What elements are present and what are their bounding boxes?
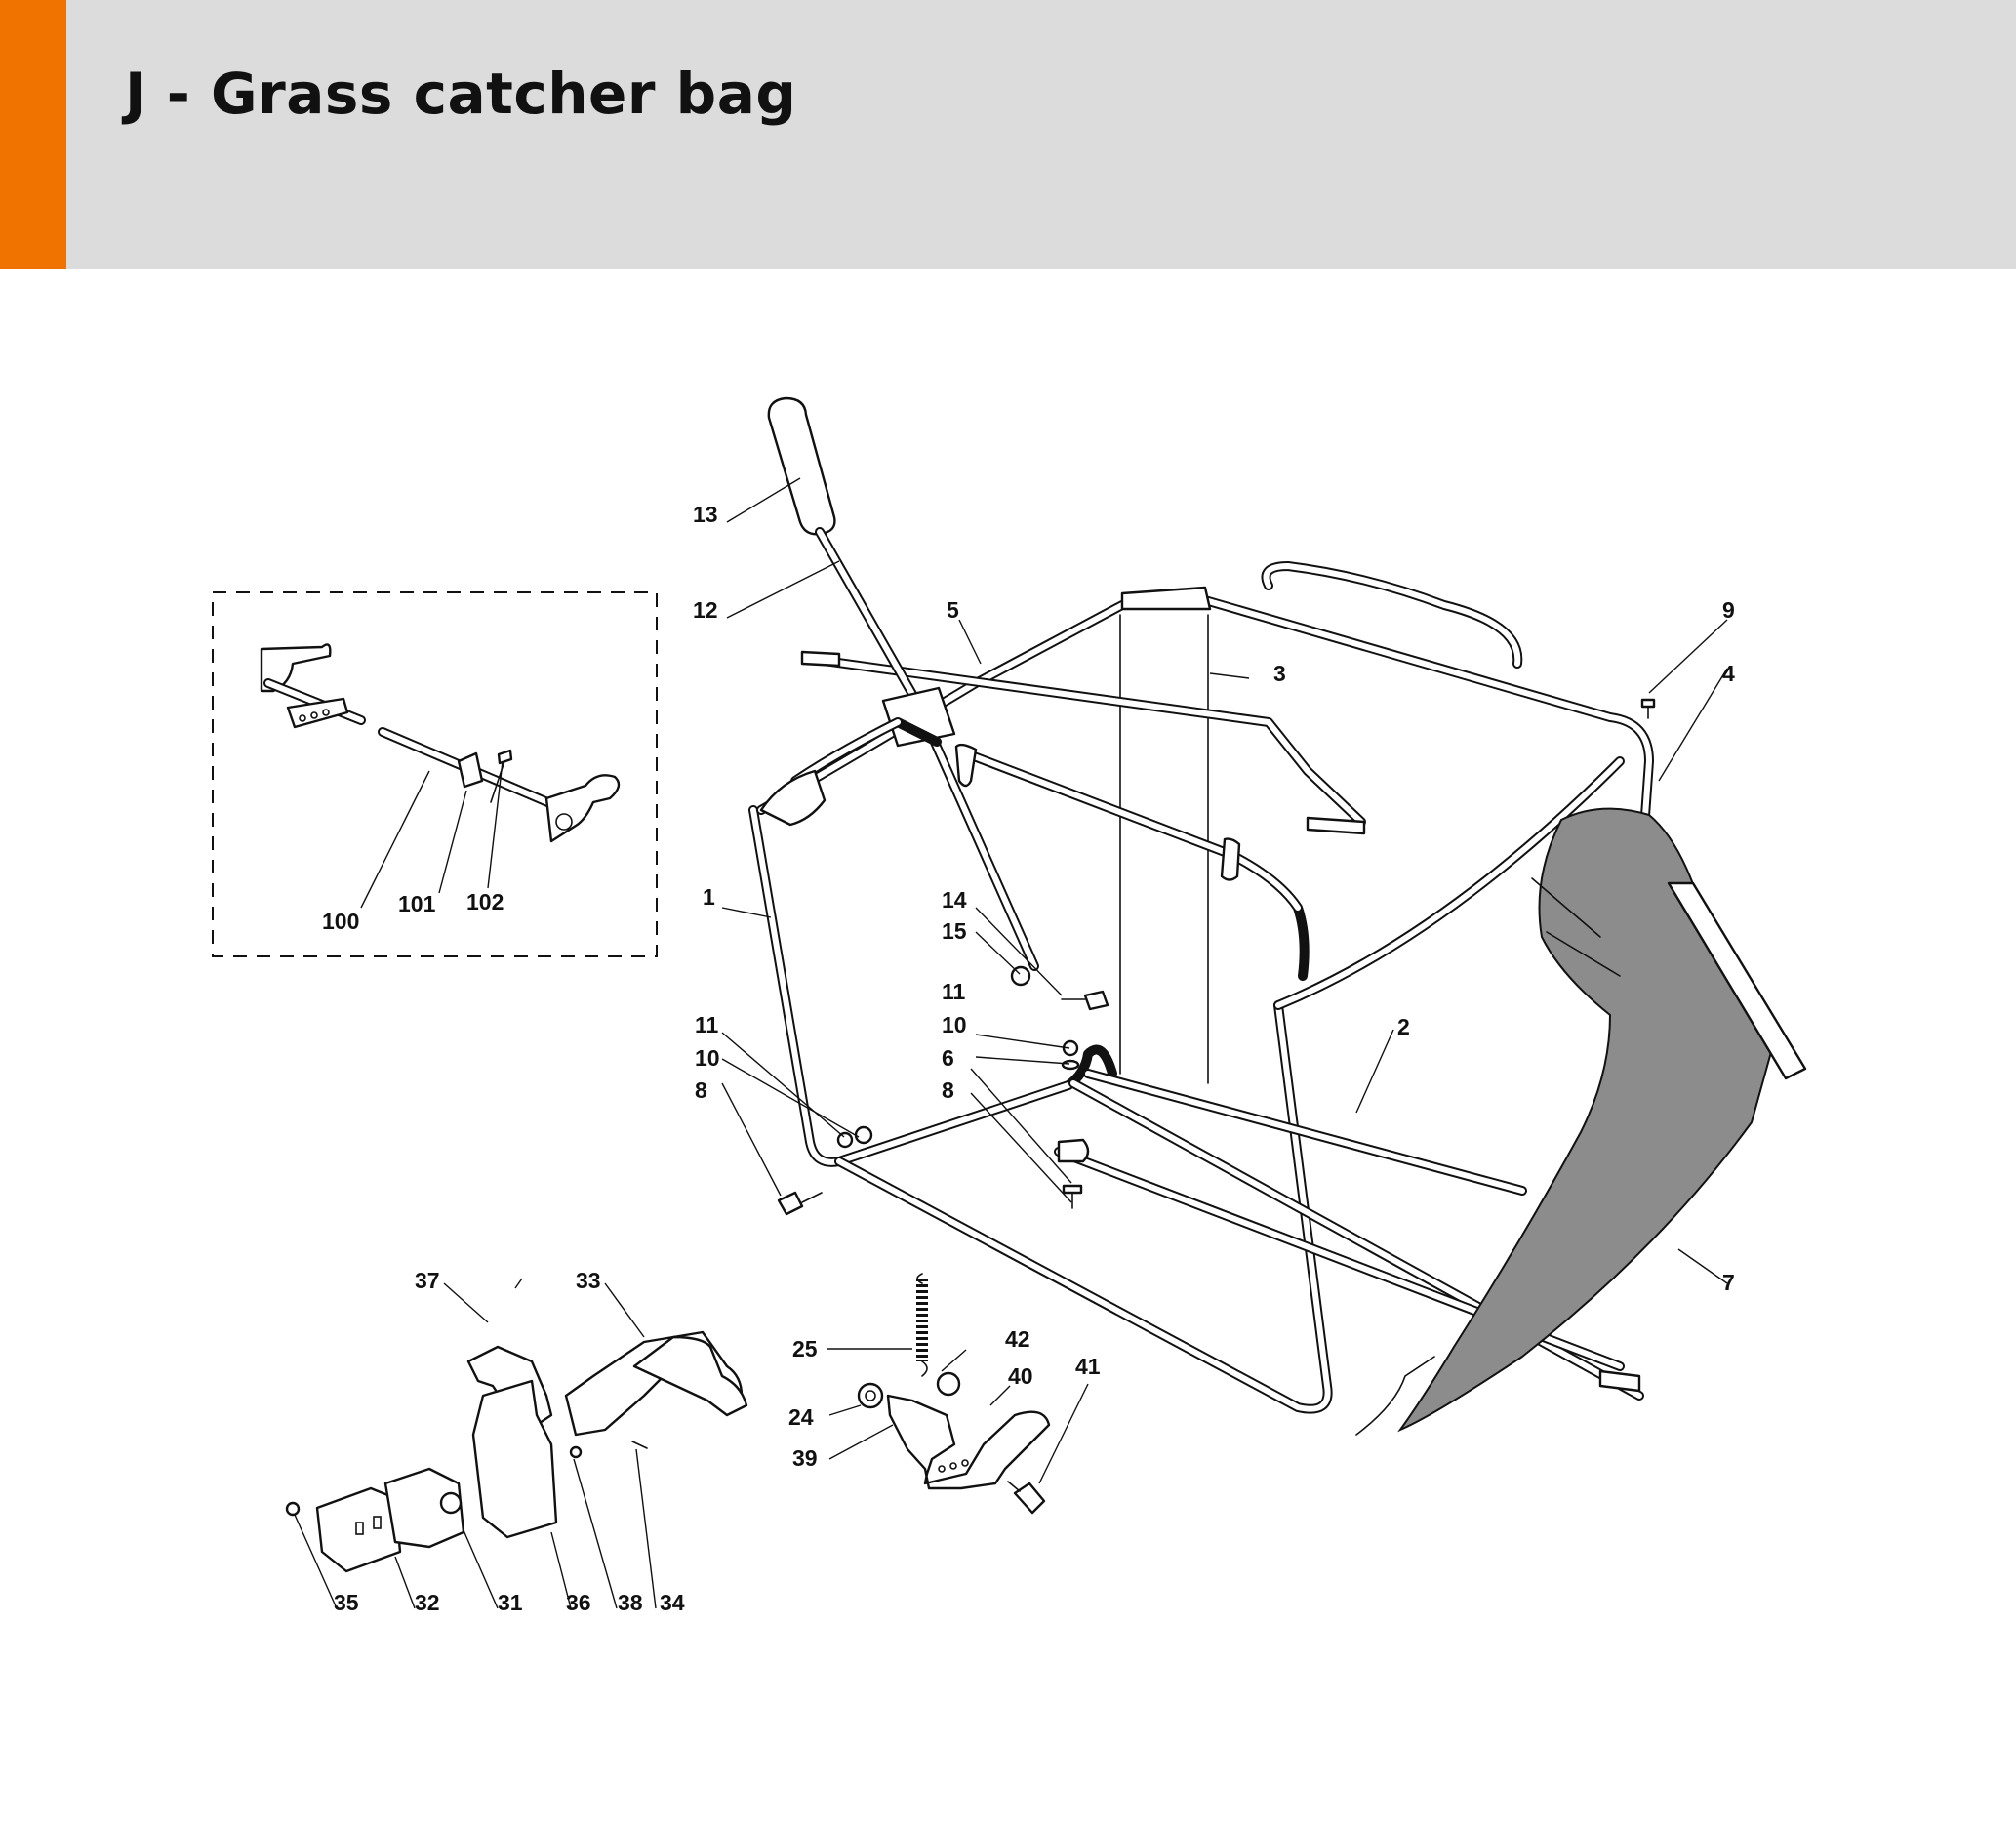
callout-10-right: 10	[942, 1012, 967, 1037]
callout-2: 2	[1397, 1014, 1410, 1039]
frame-part-2	[756, 586, 1654, 1401]
bracket-parts-31-38	[285, 1330, 748, 1573]
accent-bar	[0, 0, 66, 269]
callout-11-right: 11	[942, 979, 966, 1004]
callout-32: 32	[415, 1590, 440, 1615]
page-title: J - Grass catcher bag	[125, 61, 797, 127]
callout-14: 14	[942, 887, 967, 913]
callout-6: 6	[942, 1045, 954, 1071]
callout-37: 37	[415, 1268, 440, 1293]
callout-31: 31	[498, 1590, 523, 1615]
callout-9: 9	[1722, 597, 1735, 623]
callout-40: 40	[1008, 1363, 1033, 1389]
callout-38: 38	[618, 1590, 643, 1615]
inset-rod-assembly	[260, 643, 621, 843]
frame-part-1	[748, 805, 1333, 1414]
callout-7: 7	[1722, 1270, 1735, 1295]
callout-3: 3	[1273, 661, 1286, 686]
callout-36: 36	[566, 1590, 591, 1615]
lever-part-12-13	[759, 396, 1310, 981]
callout-100: 100	[322, 909, 359, 934]
callout-1: 1	[703, 884, 715, 910]
inset-frame	[212, 591, 658, 957]
callout-labels: 1 2 3 4 5 6 7 8 8 9 10 10 11 11 12 13 14…	[322, 502, 1735, 1615]
callout-34: 34	[660, 1590, 685, 1615]
callout-39: 39	[792, 1445, 818, 1471]
callout-13: 13	[693, 502, 718, 527]
callout-11-left: 11	[695, 1012, 719, 1037]
callout-4: 4	[1722, 661, 1735, 686]
callout-5: 5	[947, 597, 959, 623]
callout-41: 41	[1075, 1354, 1101, 1379]
callout-33: 33	[576, 1268, 601, 1293]
grass-bag-part-7	[1355, 807, 1807, 1436]
callout-25: 25	[792, 1336, 818, 1361]
callout-8-right: 8	[942, 1077, 954, 1103]
callout-101: 101	[398, 891, 436, 916]
callout-42: 42	[1005, 1326, 1030, 1352]
header-band	[0, 0, 2016, 269]
callout-8-left: 8	[695, 1077, 707, 1103]
callout-24: 24	[788, 1404, 814, 1430]
callout-35: 35	[334, 1590, 359, 1615]
leader-lines	[294, 477, 1728, 1609]
latch-parts-39-42	[857, 1371, 1051, 1515]
callout-102: 102	[466, 889, 504, 914]
callout-12: 12	[693, 597, 718, 623]
callout-15: 15	[942, 918, 967, 944]
callout-10-left: 10	[695, 1045, 720, 1071]
